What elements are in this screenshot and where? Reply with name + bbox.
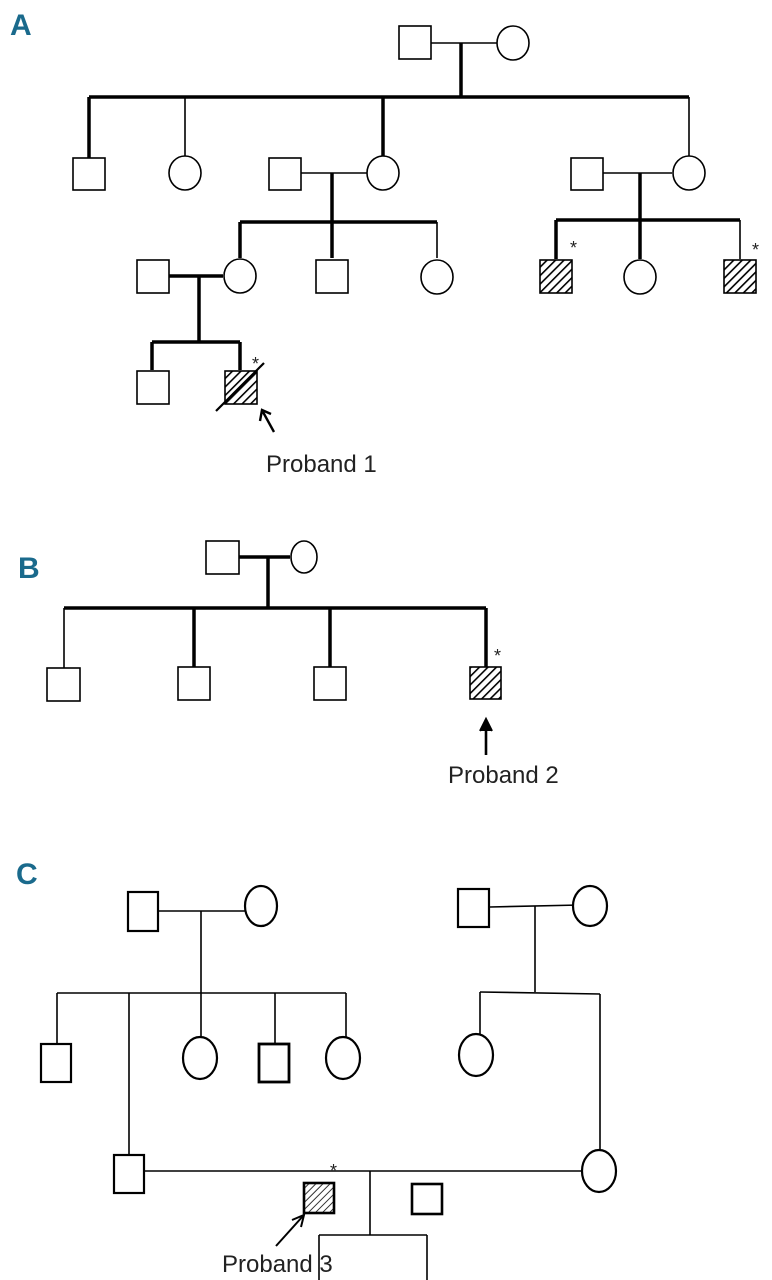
male-unaffected	[136, 259, 170, 294]
proband-arrow-icon	[258, 408, 276, 433]
asterisk-marker: *	[570, 238, 577, 258]
proband-arrow-icon	[275, 1213, 306, 1247]
female-unaffected	[457, 1032, 495, 1078]
pedigree-lines-b	[63, 555, 488, 668]
pedigree-lines-a	[87, 42, 741, 370]
panel-a: A	[10, 9, 759, 478]
female-unaffected	[324, 1035, 362, 1081]
asterisk-marker: *	[752, 240, 759, 260]
asterisk-marker: *	[330, 1161, 337, 1181]
male-unaffected	[46, 667, 81, 702]
proband-label-1: Proband 1	[266, 451, 377, 478]
female-unaffected	[366, 155, 400, 191]
male-unaffected	[456, 887, 491, 929]
proband-label-3: Proband 3	[222, 1251, 333, 1278]
male-unaffected	[257, 1042, 291, 1084]
female-unaffected	[181, 1035, 219, 1081]
panel-label-a: A	[10, 9, 32, 42]
female-unaffected	[623, 259, 657, 295]
female-unaffected	[168, 155, 202, 191]
proband-2-affected	[469, 666, 502, 700]
asterisk-marker: *	[252, 354, 259, 374]
male-affected	[539, 259, 573, 294]
male-unaffected	[72, 157, 106, 191]
male-unaffected	[177, 666, 211, 701]
male-unaffected	[136, 370, 170, 405]
male-unaffected	[268, 157, 302, 191]
male-unaffected	[205, 540, 240, 575]
panel-label-b: B	[18, 552, 40, 585]
female-unaffected	[243, 884, 279, 928]
female-unaffected	[223, 258, 257, 294]
male-unaffected	[112, 1153, 146, 1195]
female-unaffected	[672, 155, 706, 191]
proband-arrow-icon	[479, 716, 493, 755]
female-unaffected	[290, 540, 318, 574]
female-unaffected	[496, 25, 530, 61]
panel-label-c: C	[16, 858, 38, 891]
pedigree-lines-c	[56, 904, 601, 1280]
male-unaffected	[398, 25, 432, 60]
proband-3-affected	[302, 1181, 336, 1215]
male-unaffected	[410, 1182, 444, 1216]
male-affected	[723, 259, 757, 294]
deceased-slash	[215, 362, 265, 412]
male-unaffected	[570, 157, 604, 191]
male-unaffected	[39, 1042, 73, 1084]
male-unaffected	[315, 259, 349, 294]
female-unaffected	[420, 259, 454, 295]
proband-label-2: Proband 2	[448, 762, 559, 789]
female-unaffected	[571, 884, 609, 928]
female-unaffected	[580, 1148, 618, 1194]
male-unaffected	[313, 666, 347, 701]
male-unaffected	[126, 890, 160, 933]
panel-b: B * Proband 2	[18, 540, 559, 789]
panel-c: C	[16, 858, 618, 1280]
asterisk-marker: *	[494, 646, 501, 666]
